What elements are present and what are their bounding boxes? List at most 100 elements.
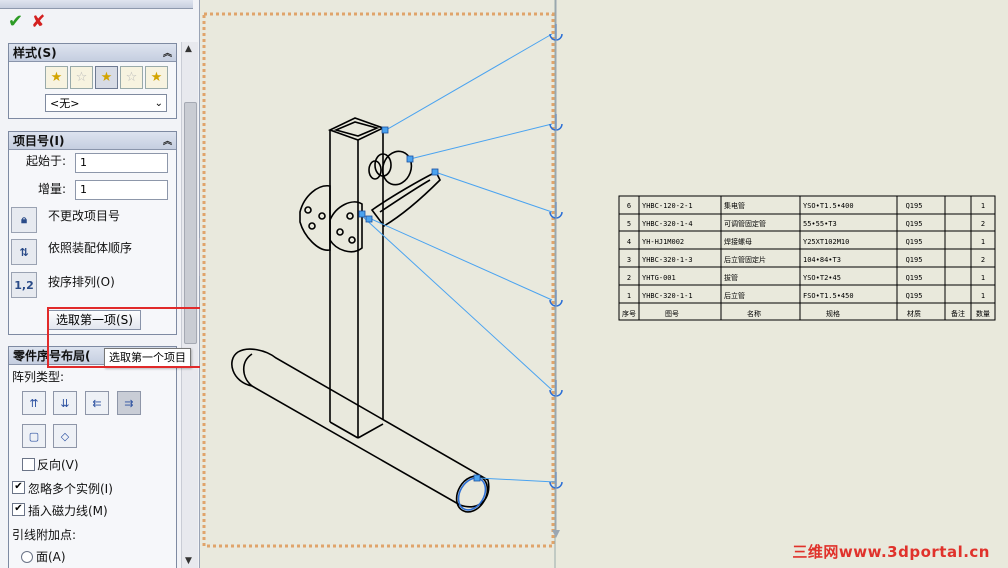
style-icon-row: ★ ☆ ★ ☆ ★ xyxy=(45,66,168,89)
balloon-layout-group-title: 零件序号布局( xyxy=(13,349,91,363)
leader-attach-points xyxy=(358,126,481,482)
bom-cell: 2 xyxy=(981,256,985,264)
bom-cell: Q195 xyxy=(906,274,923,282)
chevron-down-icon[interactable]: ⌄ xyxy=(154,98,163,109)
bom-header-cell: 规格 xyxy=(826,309,840,318)
scroll-up-arrow-icon[interactable]: ▲ xyxy=(185,44,192,54)
magnet-line-end-icon xyxy=(552,530,560,538)
lock-icon[interactable]: 🔒︎ xyxy=(11,207,37,233)
style-group-header[interactable]: 样式(S) ︽ xyxy=(9,44,176,62)
favorite-load-icon[interactable]: ★ xyxy=(145,66,168,89)
bom-cell: YHBC-320-1-1 xyxy=(642,292,693,300)
reverse-label: 反向(V) xyxy=(37,458,79,472)
increment-input[interactable]: 1 xyxy=(75,180,168,200)
favorite-add-icon[interactable]: ☆ xyxy=(70,66,93,89)
layout-left-icon[interactable]: ⇇ xyxy=(85,391,109,415)
layout-bottom-icon[interactable]: ⇊ xyxy=(53,391,77,415)
bom-cell: YHBC-320-1-3 xyxy=(642,256,693,264)
balloon-leaders xyxy=(361,33,556,483)
favorite-save-icon[interactable]: ☆ xyxy=(120,66,143,89)
assembly-order-icon[interactable]: ⇅ xyxy=(11,239,37,265)
bom-cell: Y25XT102M10 xyxy=(803,238,849,246)
bom-cell: 2 xyxy=(627,274,631,282)
start-at-label: 起始于: xyxy=(26,154,67,168)
bom-cell: YH-HJ1M002 xyxy=(642,238,684,246)
assembly-model xyxy=(231,117,490,513)
bom-cell: 3 xyxy=(627,256,631,264)
scroll-down-arrow-icon[interactable]: ▼ xyxy=(185,556,192,566)
ignore-multiple-label: 忽略多个实例(I) xyxy=(28,482,113,496)
sort-order-label[interactable]: 按序排列(O) xyxy=(48,275,115,289)
bom-header-cell: 数量 xyxy=(976,309,990,318)
panel-title-bar xyxy=(0,0,193,9)
bom-header-cell: 图号 xyxy=(665,310,679,318)
cancel-x-icon[interactable]: ✘ xyxy=(31,12,46,32)
bom-cell: 拔管 xyxy=(724,273,738,282)
item-number-group-header[interactable]: 项目号(I) ︽ xyxy=(9,132,176,150)
bom-cell: FSO•T1.5•450 xyxy=(803,292,854,300)
bom-cell: YHBC-120-2-1 xyxy=(642,202,693,210)
collapse-chevron-icon[interactable]: ︽ xyxy=(162,49,172,59)
bom-cell: 1 xyxy=(981,292,985,300)
ignore-multiple-checkbox[interactable]: ✔ xyxy=(12,481,25,494)
layout-top-icon[interactable]: ⇈ xyxy=(22,391,46,415)
property-manager-panel: ✔ ✘ ▲ ▼ 样式(S) ︽ ★ ☆ ★ ☆ ★ <无> ⌄ 项目号(I) ︽… xyxy=(0,0,200,568)
layout-circle-icon[interactable]: ◇ xyxy=(53,424,77,448)
select-first-item-button[interactable]: 选取第一项(S) xyxy=(48,310,141,330)
style-select[interactable]: <无> ⌄ xyxy=(45,94,167,112)
drawing-sheet xyxy=(555,0,1008,568)
item-number-group-title: 项目号(I) xyxy=(13,134,65,148)
panel-scrollbar[interactable]: ▲ ▼ xyxy=(181,42,198,568)
bom-table-grid xyxy=(618,195,996,321)
bom-cell: 焊接螺母 xyxy=(724,237,752,246)
layout-square-icon[interactable]: ▢ xyxy=(22,424,46,448)
bom-cell: 后立管固定片 xyxy=(724,255,766,264)
bom-cell: 104•84•T3 xyxy=(803,256,841,264)
scroll-thumb[interactable] xyxy=(184,102,197,344)
bom-cell: Q195 xyxy=(906,256,923,264)
layout-right-icon[interactable]: ⇉ xyxy=(117,391,141,415)
view-boundary xyxy=(202,12,555,548)
highlight-annotation-box xyxy=(47,307,211,368)
bom-cell: 1 xyxy=(981,274,985,282)
insert-magnet-line-checkbox[interactable]: ✔ xyxy=(12,503,25,516)
bom-cell: YSO•T1.5•400 xyxy=(803,202,854,210)
face-label: 面(A) xyxy=(36,550,66,564)
bom-cell: YHTG-001 xyxy=(642,274,676,282)
insert-magnet-line-label: 插入磁力线(M) xyxy=(28,504,108,518)
bom-header-cell: 备注 xyxy=(951,309,965,318)
reverse-checkbox[interactable] xyxy=(22,458,35,471)
bom-cell: Q195 xyxy=(906,202,923,210)
face-radio[interactable] xyxy=(21,551,33,563)
style-group: 样式(S) ︽ ★ ☆ ★ ☆ ★ <无> ⌄ xyxy=(8,43,177,119)
balloon-layout-group: 零件序号布局( xyxy=(8,346,177,568)
bom-header-cell: 名称 xyxy=(747,309,761,318)
favorite-delete-icon[interactable]: ★ xyxy=(95,66,118,89)
assembly-order-label[interactable]: 依照装配体顺序 xyxy=(48,241,133,255)
bom-cell: 1 xyxy=(981,202,985,210)
bom-cell: Q195 xyxy=(906,292,923,300)
bom-header-cell: 序号 xyxy=(622,309,636,318)
bom-cell: 6 xyxy=(627,202,631,210)
bom-cell: 可调管固定管 xyxy=(724,219,766,228)
bom-cell: Q195 xyxy=(906,238,923,246)
bom-header-cell: 材质 xyxy=(907,309,921,318)
leader-attach-label: 引线附加点: xyxy=(12,528,77,542)
bom-cell: 4 xyxy=(627,238,631,246)
favorite-apply-icon[interactable]: ★ xyxy=(45,66,68,89)
bom-cell: 2 xyxy=(981,220,985,228)
ok-check-icon[interactable]: ✔ xyxy=(8,11,24,32)
do-not-change-label[interactable]: 不更改项目号 xyxy=(48,209,121,223)
bom-cell: 5 xyxy=(627,220,631,228)
bom-cell: 1 xyxy=(627,292,631,300)
ok-cancel-row: ✔ ✘ xyxy=(8,11,45,33)
start-at-input[interactable]: 1 xyxy=(75,153,168,173)
sort-order-icon[interactable]: 1,2 xyxy=(11,272,37,298)
style-group-title: 样式(S) xyxy=(13,46,57,60)
bom-cell: YHBC-320-1-4 xyxy=(642,220,693,228)
bom-cell: 后立管 xyxy=(724,291,745,300)
collapse-chevron-icon[interactable]: ︽ xyxy=(162,137,172,147)
